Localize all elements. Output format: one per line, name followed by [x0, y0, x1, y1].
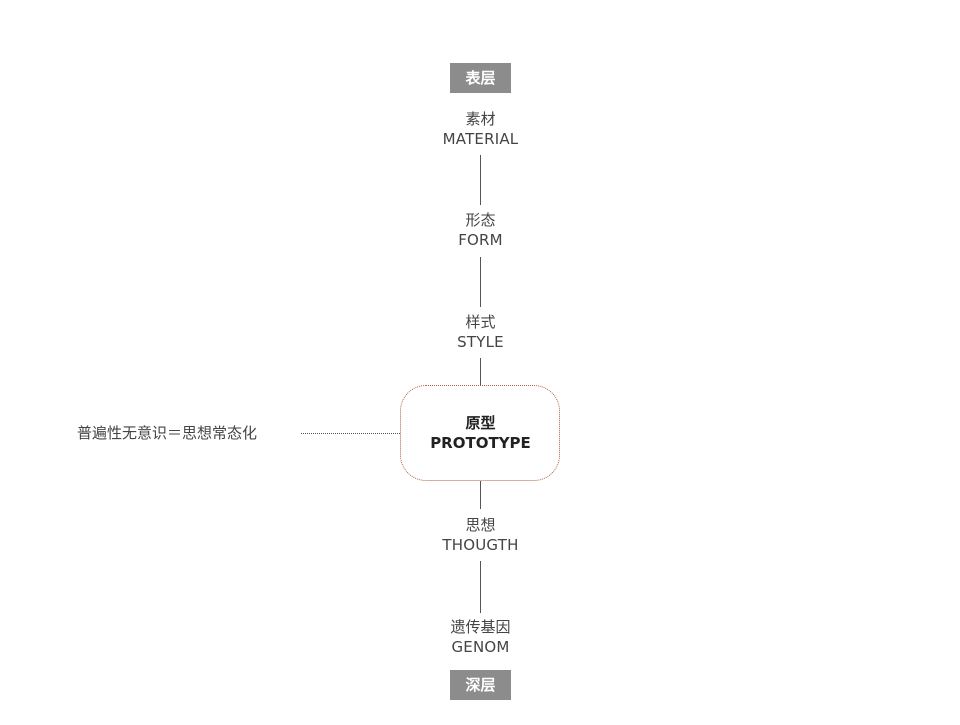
node-style-en: STYLE: [457, 333, 504, 351]
node-prototype: 原型 PROTOTYPE: [400, 413, 561, 453]
surface-layer-label: 表层: [450, 63, 511, 93]
connector-prototype-thought: [480, 481, 481, 509]
node-genom: 遗传基因 GENOM: [400, 617, 561, 657]
node-form: 形态 FORM: [400, 210, 561, 250]
node-style-zh: 样式: [465, 313, 496, 331]
side-note-connector: [301, 433, 400, 434]
node-prototype-en: PROTOTYPE: [430, 434, 531, 452]
node-material: 素材 MATERIAL: [400, 109, 561, 149]
node-thought-zh: 思想: [465, 516, 496, 534]
node-form-zh: 形态: [465, 211, 496, 229]
node-material-zh: 素材: [465, 110, 496, 128]
connector-form-style: [480, 257, 481, 307]
node-thought-en: THOUGTH: [442, 536, 519, 554]
node-material-en: MATERIAL: [442, 130, 519, 148]
connector-material-form: [480, 155, 481, 205]
node-thought: 思想 THOUGTH: [400, 515, 561, 555]
deep-layer-label: 深层: [450, 670, 511, 700]
universal-unconscious-note: 普遍性无意识＝思想常态化: [77, 424, 258, 442]
prototype-frame: [400, 385, 560, 481]
node-genom-zh: 遗传基因: [450, 618, 511, 636]
node-form-en: FORM: [458, 231, 503, 249]
node-prototype-zh: 原型: [465, 414, 496, 432]
connector-thought-genom: [480, 561, 481, 613]
node-style: 样式 STYLE: [400, 312, 561, 352]
connector-style-prototype: [480, 358, 481, 386]
node-genom-en: GENOM: [451, 638, 510, 656]
